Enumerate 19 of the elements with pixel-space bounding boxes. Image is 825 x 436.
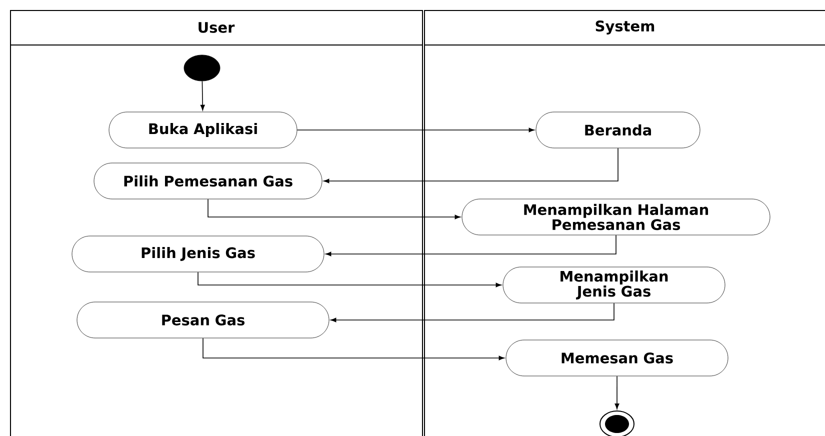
arrow (324, 148, 618, 184)
arrow (326, 234, 616, 256)
arrow (198, 272, 502, 288)
activity-box: Pilih Jenis Gas (72, 236, 324, 272)
activity-box: Pilih Pemesanan Gas (94, 162, 322, 200)
arrow (202, 338, 504, 360)
start-node (184, 54, 220, 82)
activity-box: Menampilkan Jenis Gas (502, 266, 726, 304)
activity-box: Buka Aplikasi (108, 112, 298, 148)
arrow (208, 198, 460, 220)
arrow (296, 128, 534, 132)
end-node (600, 410, 634, 436)
activity-box: Menampilkan Halaman Pemesanan Gas (462, 198, 770, 236)
activity-box: Pesan Gas (76, 302, 330, 338)
activity-box: Memesan Gas (506, 340, 728, 376)
activity-box: Beranda (536, 112, 700, 148)
arrow (614, 376, 620, 410)
arrow (330, 302, 614, 322)
arrow (200, 80, 205, 110)
